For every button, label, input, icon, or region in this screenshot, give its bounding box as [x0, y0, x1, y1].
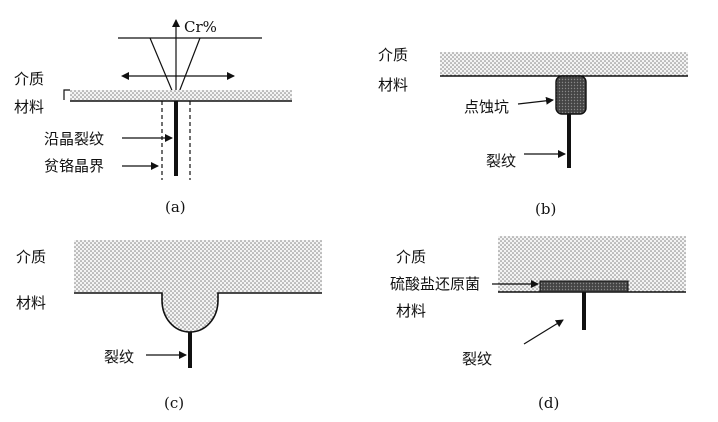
bacteria-label: 硫酸盐还原菌: [390, 275, 480, 293]
medium-bracket: [63, 89, 70, 100]
crack-pointer-arrow: [523, 319, 564, 345]
material-label: 材料: [378, 76, 408, 94]
material-label: 材料: [16, 294, 46, 312]
medium-label: 介质: [16, 248, 46, 266]
cr-profile: [118, 19, 262, 102]
medium-label: 介质: [378, 46, 408, 64]
pit-pointer-arrow: [517, 96, 554, 105]
medium-label: 介质: [396, 248, 426, 266]
panel-d: 介质 硫酸盐还原菌 材料 裂纹 (d): [390, 236, 686, 412]
caption-a: (a): [165, 198, 186, 216]
boundary-label: 贫铬晶界: [44, 157, 104, 175]
pit-label: 点蚀坑: [464, 98, 509, 116]
panel-a: Cr% 介质 材料 沿晶裂纹 贫铬晶界 (a): [14, 18, 292, 216]
material-label: 材料: [396, 302, 426, 320]
caption-d: (d): [538, 394, 559, 412]
crack-label: 裂纹: [104, 348, 134, 366]
material-label: 材料: [14, 98, 44, 116]
medium-label: 介质: [14, 70, 44, 88]
cr-percent-label: Cr%: [184, 18, 217, 36]
medium-layer: [440, 52, 688, 76]
caption-c: (c): [164, 394, 184, 412]
srb-biofilm: [539, 280, 629, 293]
crack-label: 裂纹: [486, 152, 516, 170]
corrosion-pit: [555, 75, 587, 115]
panel-c: 介质 材料 裂纹 (c): [16, 240, 322, 412]
caption-b: (b): [535, 200, 556, 218]
panel-b: 介质 材料 点蚀坑 裂纹 (b): [378, 46, 688, 218]
medium-layer: [70, 90, 292, 101]
crack-label: 沿晶裂纹: [44, 130, 104, 148]
medium-and-pit-region: [74, 240, 322, 332]
crack-label: 裂纹: [462, 350, 492, 368]
